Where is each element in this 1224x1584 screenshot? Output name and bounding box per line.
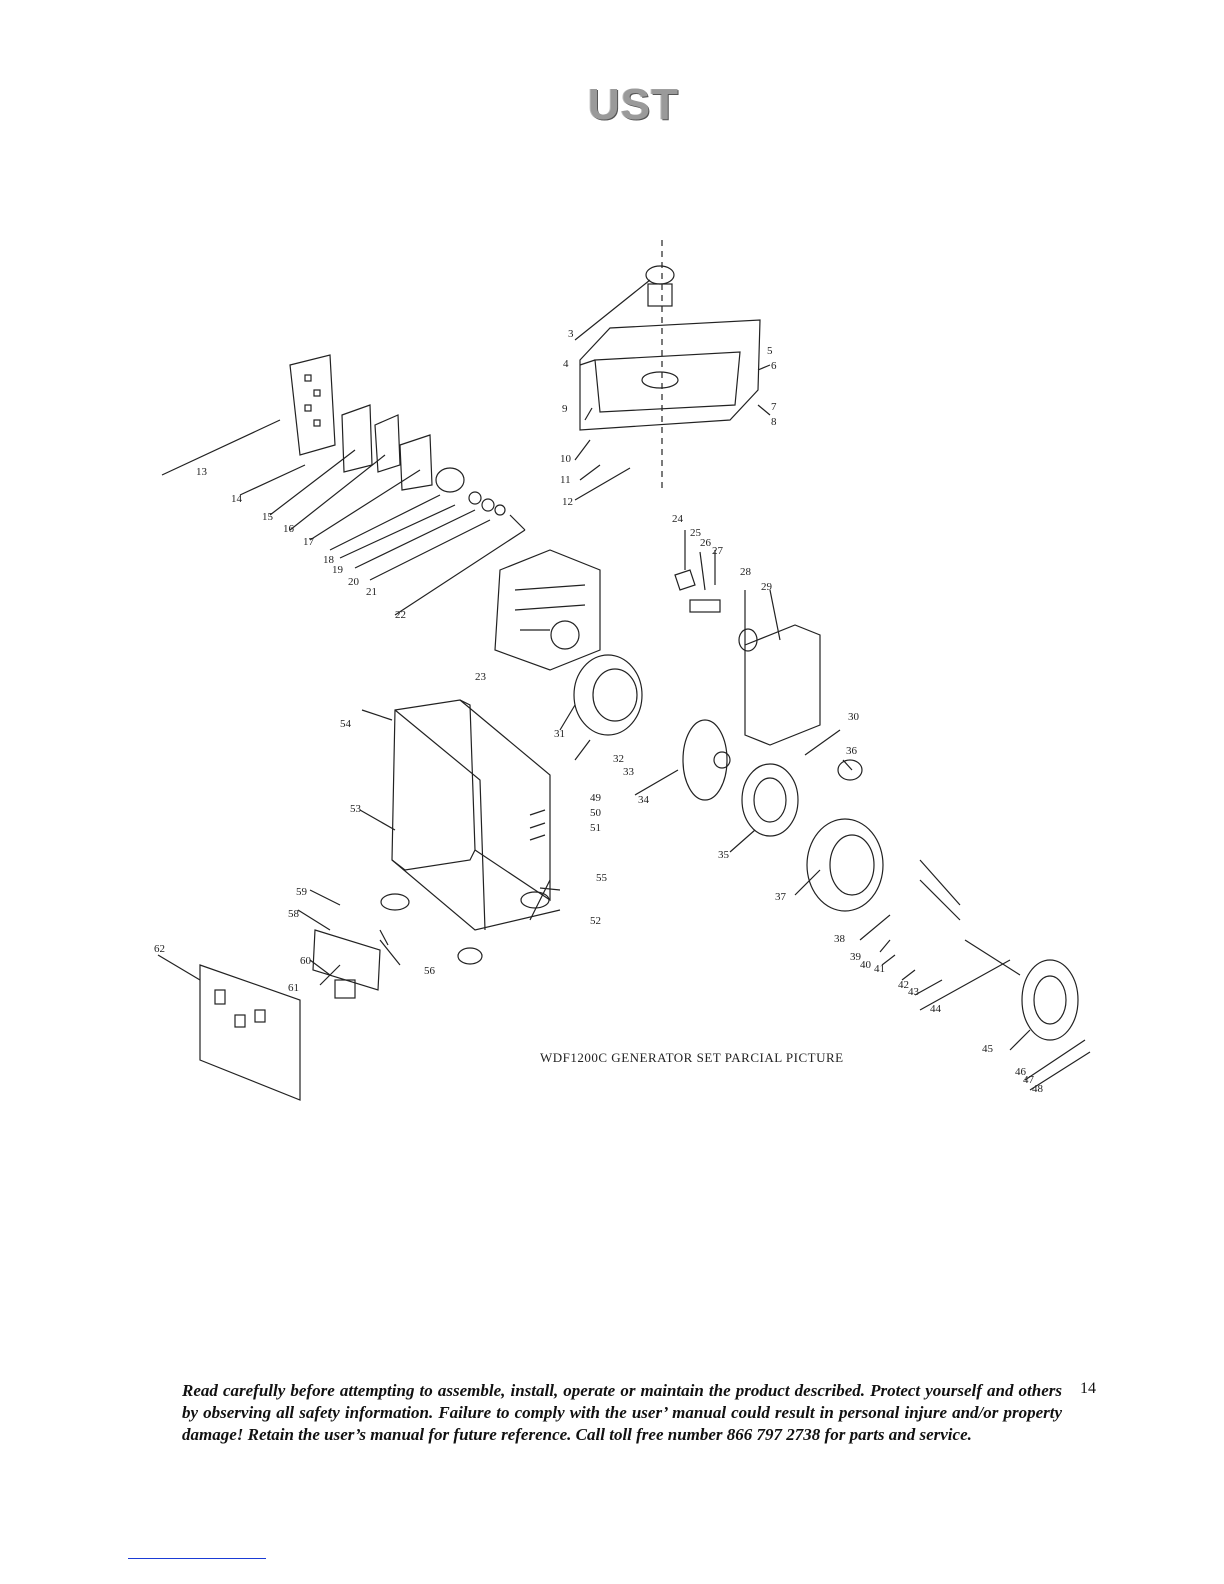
part-label-45: 45 bbox=[982, 1043, 994, 1055]
exploded-parts-diagram: 3 4 5 6 7 8 9 10 11 12 13 14 15 16 17 18… bbox=[130, 240, 1110, 1120]
part-label-58: 58 bbox=[288, 908, 300, 920]
part-label-33: 33 bbox=[623, 766, 635, 778]
part-label-24: 24 bbox=[672, 513, 684, 525]
part-label-35: 35 bbox=[718, 849, 730, 861]
part-label-11: 11 bbox=[560, 474, 571, 486]
part-label-30: 30 bbox=[848, 711, 860, 723]
diagram-artwork bbox=[157, 240, 1091, 1101]
part-label-9: 9 bbox=[562, 403, 568, 415]
safety-notice: Read carefully before attempting to asse… bbox=[182, 1381, 1062, 1444]
part-label-43: 43 bbox=[908, 986, 920, 998]
part-label-55: 55 bbox=[596, 872, 608, 884]
part-label-19: 19 bbox=[332, 564, 344, 576]
part-label-7: 7 bbox=[771, 401, 777, 413]
part-label-20: 20 bbox=[348, 576, 360, 588]
part-label-27: 27 bbox=[712, 545, 724, 557]
part-label-52: 52 bbox=[590, 915, 601, 927]
page-number: 14 bbox=[1080, 1380, 1096, 1397]
part-label-41: 41 bbox=[874, 963, 885, 975]
part-label-28: 28 bbox=[740, 566, 752, 578]
part-label-13: 13 bbox=[196, 466, 208, 478]
part-label-46: 46 bbox=[1015, 1066, 1027, 1078]
part-label-32: 32 bbox=[613, 753, 624, 765]
part-label-54: 54 bbox=[340, 718, 352, 730]
part-label-26: 26 bbox=[700, 537, 712, 549]
part-label-8: 8 bbox=[771, 416, 777, 428]
part-label-29: 29 bbox=[761, 581, 773, 593]
ust-logo: UST bbox=[580, 72, 700, 142]
part-label-25: 25 bbox=[690, 527, 702, 539]
part-label-53: 53 bbox=[350, 803, 362, 815]
part-label-5: 5 bbox=[767, 345, 773, 357]
part-label-62: 62 bbox=[154, 943, 165, 955]
part-label-56: 56 bbox=[424, 965, 436, 977]
part-label-21: 21 bbox=[366, 586, 377, 598]
footnote-rule bbox=[128, 1558, 266, 1559]
logo-text: UST bbox=[588, 80, 679, 129]
part-label-37: 37 bbox=[775, 891, 787, 903]
part-label-59: 59 bbox=[296, 886, 308, 898]
part-label-36: 36 bbox=[846, 745, 858, 757]
part-label-48: 48 bbox=[1032, 1083, 1044, 1095]
part-label-51: 51 bbox=[590, 822, 601, 834]
part-label-49: 49 bbox=[590, 792, 602, 804]
part-label-47: 47 bbox=[1023, 1074, 1035, 1086]
diagram-caption: WDF1200C GENERATOR SET PARCIAL PICTURE bbox=[540, 1050, 844, 1065]
part-label-40: 40 bbox=[860, 959, 872, 971]
part-label-61: 61 bbox=[288, 982, 299, 994]
part-label-6: 6 bbox=[771, 360, 777, 372]
part-label-38: 38 bbox=[834, 933, 846, 945]
part-label-3: 3 bbox=[568, 328, 574, 340]
part-label-23: 23 bbox=[475, 671, 487, 683]
diagram-svg: 3 4 5 6 7 8 9 10 11 12 13 14 15 16 17 18… bbox=[154, 240, 1091, 1101]
part-label-50: 50 bbox=[590, 807, 602, 819]
part-label-15: 15 bbox=[262, 511, 274, 523]
part-label-31: 31 bbox=[554, 728, 565, 740]
part-label-10: 10 bbox=[560, 453, 572, 465]
part-label-34: 34 bbox=[638, 794, 650, 806]
part-label-22: 22 bbox=[395, 609, 406, 621]
part-label-17: 17 bbox=[303, 536, 315, 548]
part-label-60: 60 bbox=[300, 955, 312, 967]
part-label-14: 14 bbox=[231, 493, 243, 505]
part-label-39: 39 bbox=[850, 951, 862, 963]
part-label-12: 12 bbox=[562, 496, 573, 508]
part-label-16: 16 bbox=[283, 523, 295, 535]
part-label-4: 4 bbox=[563, 358, 569, 370]
part-label-18: 18 bbox=[323, 554, 335, 566]
part-label-42: 42 bbox=[898, 979, 909, 991]
part-label-44: 44 bbox=[930, 1003, 942, 1015]
part-number-labels: 3 4 5 6 7 8 9 10 11 12 13 14 15 16 17 18… bbox=[154, 328, 1044, 1095]
